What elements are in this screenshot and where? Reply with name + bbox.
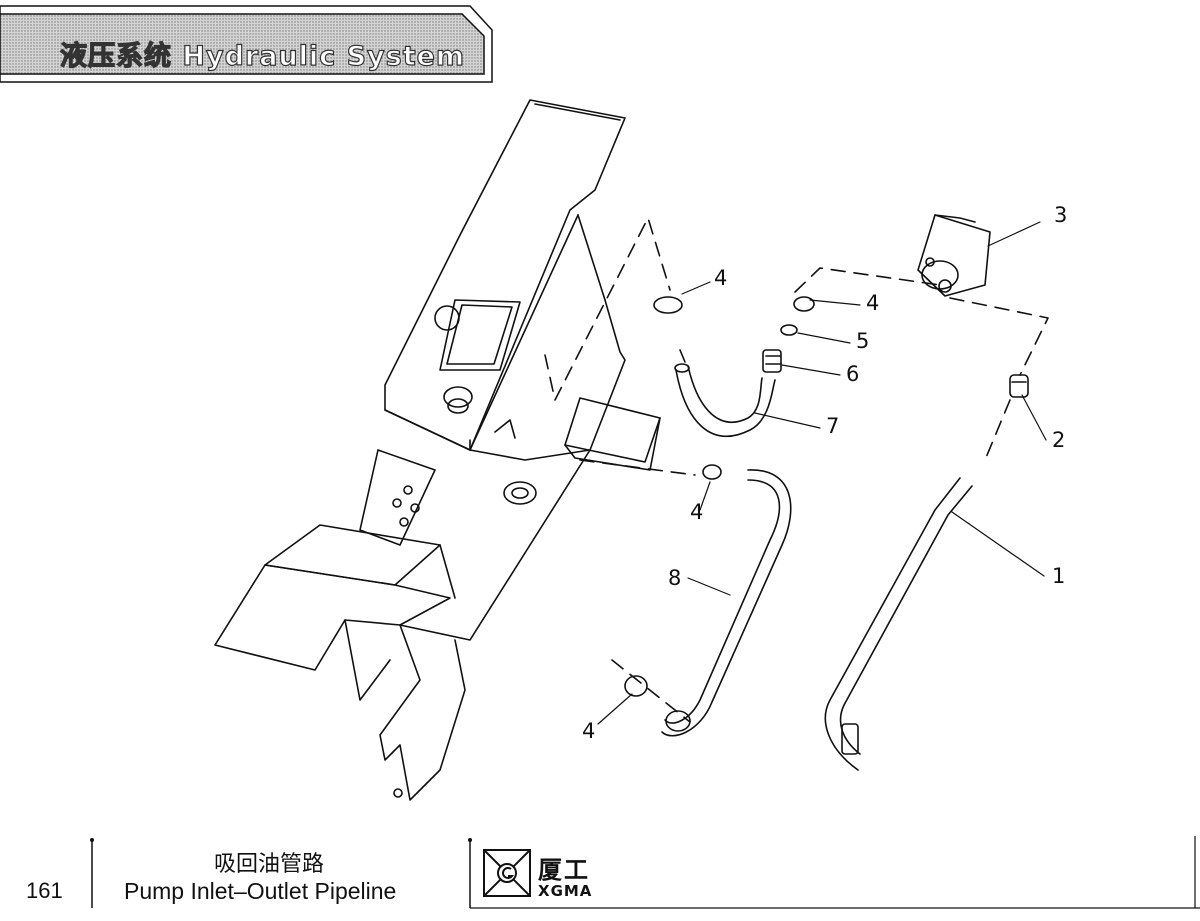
callout-3: 3 (1054, 203, 1067, 227)
assembly-guide-lines (544, 217, 1049, 723)
page-title-chinese: 吸回油管路 (214, 852, 325, 877)
leader-lines (597, 221, 1047, 725)
hose-clamps (624, 296, 815, 697)
section-title: 液压系统 Hydraulic System (59, 40, 466, 72)
xgma-logo (483, 849, 531, 897)
callout-4-middle: 4 (690, 500, 703, 524)
callout-6: 6 (846, 362, 859, 386)
adapter-fitting (762, 349, 782, 373)
callout-5: 5 (856, 329, 869, 353)
suction-hose (674, 363, 776, 437)
section-banner: 液压系统 Hydraulic System (0, 0, 500, 84)
frame-base (214, 449, 466, 801)
page-number: 161 (26, 878, 63, 903)
callout-7: 7 (826, 414, 839, 438)
callout-labels: 3 4 4 5 6 7 2 4 8 1 4 (582, 203, 1067, 743)
gear-pump (917, 214, 991, 297)
hydraulic-tank-frame (384, 99, 626, 641)
callout-1: 1 (1052, 564, 1065, 588)
callout-4-pump: 4 (866, 291, 879, 315)
callout-8: 8 (668, 566, 681, 590)
o-ring (780, 324, 798, 336)
steel-pipe (824, 477, 973, 771)
page-title-english: Pump Inlet–Outlet Pipeline (124, 878, 397, 904)
brand-name-chinese: 厦工 (538, 856, 590, 884)
exploded-view-drawing: 3 4 4 5 6 7 2 4 8 1 4 (214, 99, 1067, 801)
fitting (1009, 374, 1029, 398)
callout-2: 2 (1052, 428, 1065, 452)
callout-4-upper: 4 (714, 266, 727, 290)
callout-4-lower: 4 (582, 719, 595, 743)
brand-name-english: XGMA (538, 882, 593, 900)
banner-frame (0, 5, 493, 83)
return-hose (661, 469, 792, 737)
